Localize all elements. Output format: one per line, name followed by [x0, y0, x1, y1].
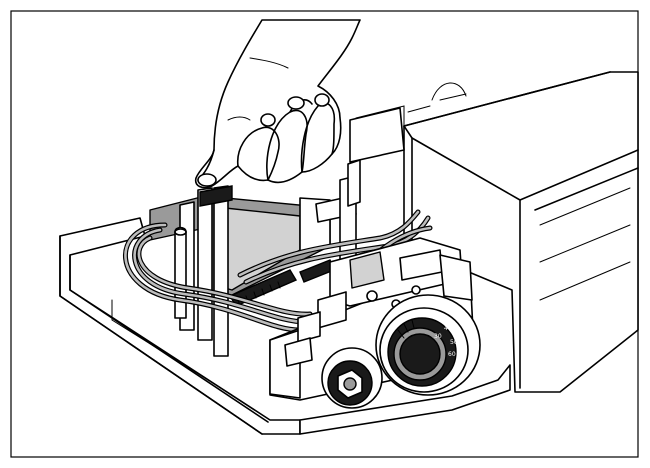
scale-label: 60 [448, 351, 456, 358]
scale-label: 30 [434, 333, 442, 340]
temperature-scale: 30 40 50 60 [434, 325, 458, 358]
control-housing-tray [59, 217, 511, 435]
control-knob-small [321, 347, 383, 409]
wiring-harness [123, 209, 433, 333]
heat-exchanger-cover [349, 71, 639, 393]
scale-label: 50 [450, 339, 458, 346]
scale-label: 40 [444, 325, 452, 332]
temperature-knob-large: 30 40 50 60 [375, 294, 481, 396]
hand-icon [194, 19, 361, 189]
